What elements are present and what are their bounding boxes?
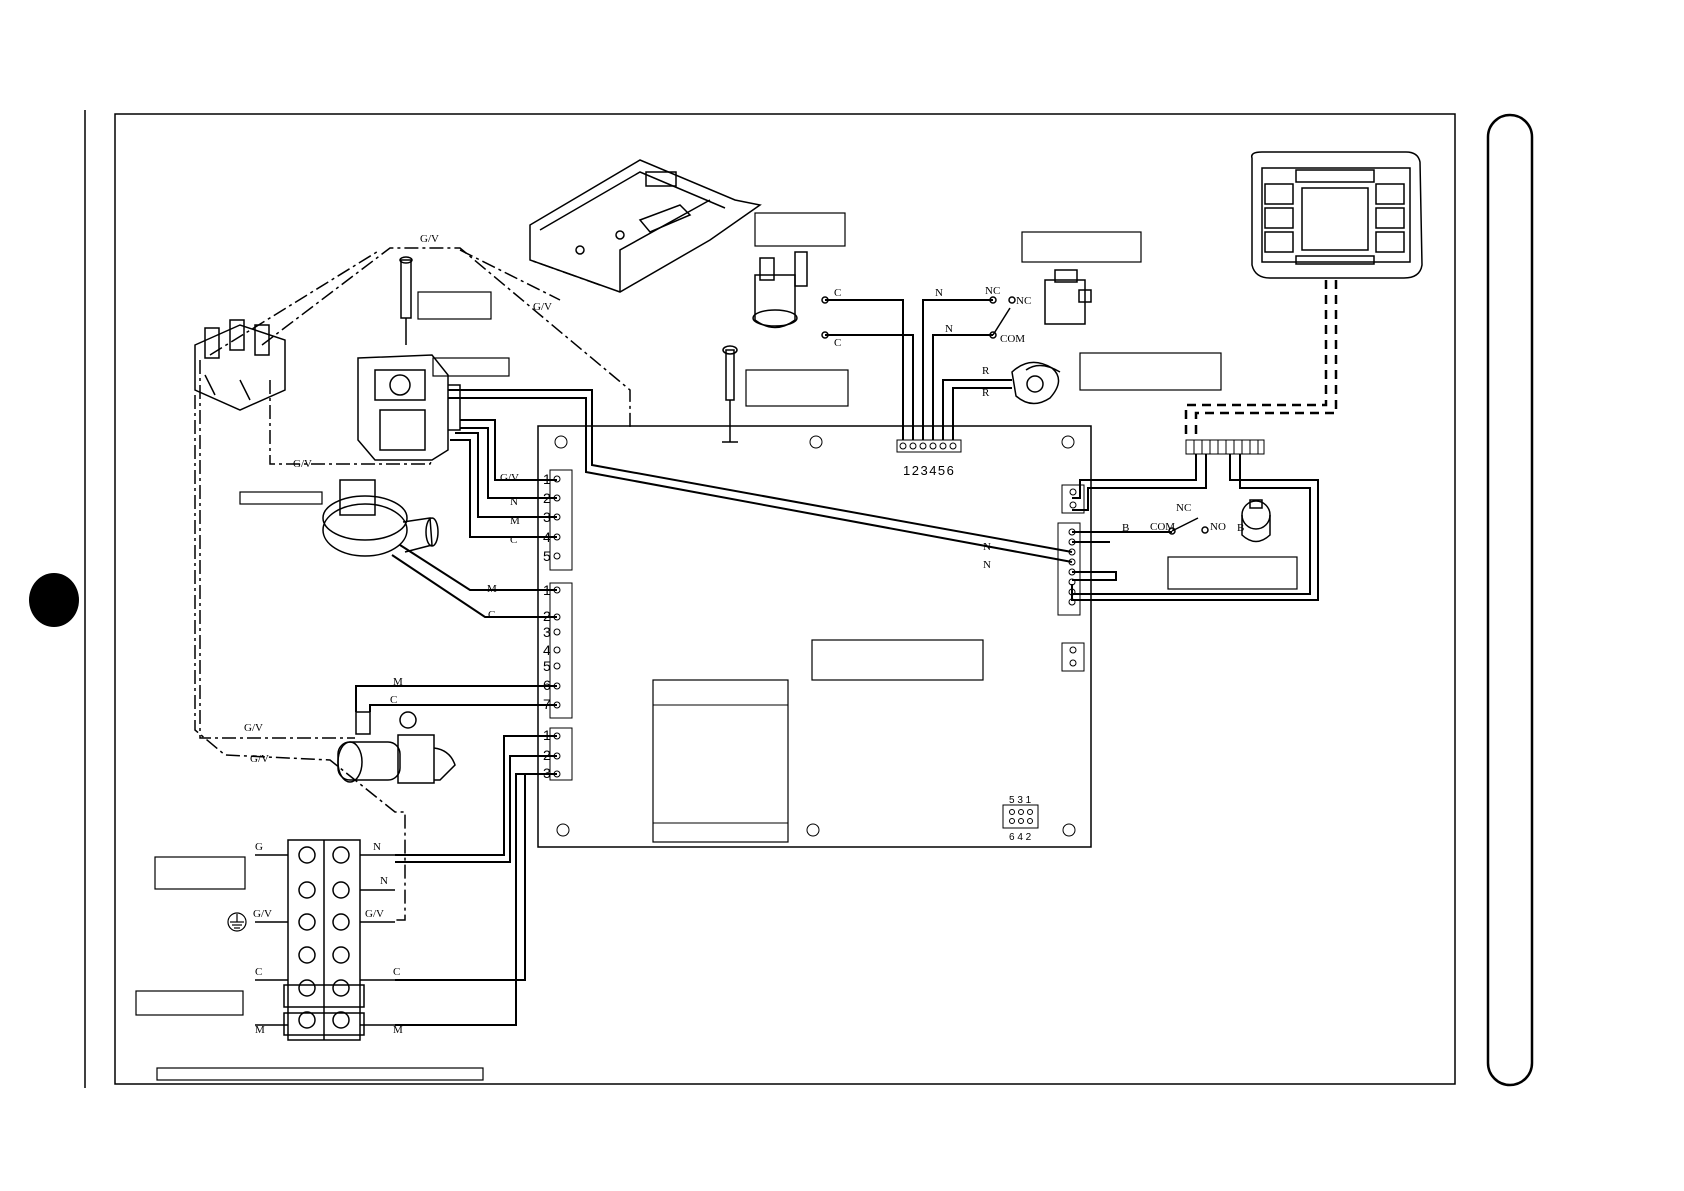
gas-valve bbox=[357, 354, 461, 461]
label-b-right-1: B bbox=[1122, 522, 1129, 534]
label-c-cn1: C bbox=[510, 534, 517, 546]
label-gv-pump: G/V bbox=[244, 722, 263, 734]
label-m-mains: M bbox=[255, 1024, 265, 1036]
label-box-gas-valve bbox=[432, 357, 510, 377]
label-box-dhw-sensor bbox=[1167, 556, 1298, 590]
label-box-mains bbox=[154, 856, 246, 890]
label-box-overheat-stat bbox=[754, 212, 846, 247]
dhw-flow-switch bbox=[1168, 499, 1271, 543]
fan-wires bbox=[391, 544, 557, 618]
label-m-mains-2: M bbox=[393, 1024, 403, 1036]
label-g-mains: G bbox=[255, 841, 263, 853]
label-no-right: NO bbox=[1210, 521, 1226, 533]
label-n-right-1: N bbox=[983, 541, 991, 553]
top-connector-wires bbox=[825, 299, 1012, 440]
control-board bbox=[537, 425, 1092, 848]
remote-cable bbox=[1184, 280, 1338, 440]
cn2-pin-5: 5 bbox=[543, 658, 551, 674]
label-n-top-2: N bbox=[945, 323, 953, 335]
label-box-flow-switch bbox=[1021, 231, 1142, 263]
label-gv-generator: G/V bbox=[293, 458, 312, 470]
connector-cn1 bbox=[549, 469, 573, 571]
spark-generator bbox=[194, 319, 286, 411]
label-gv-mains: G/V bbox=[253, 908, 272, 920]
label-n-top-1: N bbox=[935, 287, 943, 299]
label-r-2: R bbox=[982, 387, 990, 399]
overheat-thermostat bbox=[752, 251, 829, 339]
cn-small-pins-top: 5 3 1 bbox=[1009, 795, 1032, 806]
label-gv-pump-lower: G/V bbox=[250, 753, 269, 765]
cn2-pin-4: 4 bbox=[543, 642, 551, 658]
section-marker-dot bbox=[29, 573, 79, 627]
label-gv-cn1: G/V bbox=[500, 472, 519, 484]
ignition-electrode bbox=[399, 256, 413, 345]
circulation-pump bbox=[337, 711, 456, 784]
label-nc-right: NC bbox=[1176, 502, 1191, 514]
pump-wires bbox=[355, 685, 557, 712]
connector-cn2 bbox=[549, 582, 573, 719]
remote-control-unit bbox=[1250, 151, 1423, 279]
mains-wires bbox=[395, 735, 557, 1026]
ground-icon bbox=[227, 912, 247, 932]
label-nc-top-2: NC bbox=[1016, 295, 1031, 307]
top-connector-pin-numbers: 123456 bbox=[903, 463, 955, 478]
label-m-pump: M bbox=[393, 676, 403, 688]
diagram-frame bbox=[114, 113, 1456, 1085]
label-n-right-2: N bbox=[983, 559, 991, 571]
side-tab bbox=[1486, 113, 1534, 1087]
ntc-probe bbox=[722, 345, 738, 443]
remote-terminal-strip bbox=[1185, 439, 1265, 455]
cn1-pin-5: 5 bbox=[543, 548, 551, 564]
label-box-pressure-switch bbox=[1079, 352, 1222, 391]
dhw-switch-wires bbox=[1072, 531, 1172, 581]
label-gv-electrode: G/V bbox=[533, 301, 552, 313]
pressure-switch bbox=[1011, 361, 1061, 405]
label-com-top: COM bbox=[1000, 333, 1025, 345]
connector-cn-small bbox=[1002, 804, 1039, 829]
label-c-stat-1: C bbox=[834, 287, 841, 299]
room-stat-wires bbox=[1071, 454, 1319, 601]
label-c-mains: C bbox=[255, 966, 262, 978]
earth-wires bbox=[194, 247, 631, 921]
gas-valve-wires bbox=[448, 389, 1073, 563]
label-nc-top-1: NC bbox=[985, 285, 1000, 297]
label-m-fan: M bbox=[487, 583, 497, 595]
label-n-cn1: N bbox=[510, 496, 518, 508]
transformer-block bbox=[652, 679, 789, 843]
cn2-pin-3: 3 bbox=[543, 624, 551, 640]
label-c-fan: C bbox=[488, 609, 495, 621]
flow-switch bbox=[989, 269, 1092, 339]
label-b-right-2: B bbox=[1237, 522, 1244, 534]
label-r-1: R bbox=[982, 365, 990, 377]
label-n-mains-2: N bbox=[380, 875, 388, 887]
mains-terminal-leads bbox=[255, 854, 395, 1026]
label-gv-mains-2: G/V bbox=[365, 908, 384, 920]
mains-terminal-block bbox=[283, 839, 365, 1041]
label-c-mains-2: C bbox=[393, 966, 400, 978]
label-gv-top: G/V bbox=[420, 233, 439, 245]
label-box-main-board bbox=[811, 639, 984, 681]
cn-small-pins-bottom: 6 4 2 bbox=[1009, 832, 1032, 843]
label-n-mains: N bbox=[373, 841, 381, 853]
label-m-cn1: M bbox=[510, 515, 520, 527]
label-box-fan bbox=[239, 491, 323, 505]
top-six-pin-connector bbox=[896, 439, 962, 453]
label-box-terminal bbox=[135, 990, 244, 1016]
fan bbox=[322, 479, 439, 557]
label-box-ntc bbox=[745, 369, 849, 407]
label-box-electrode bbox=[417, 291, 492, 320]
label-box-caption bbox=[156, 1067, 484, 1081]
label-com-right: COM bbox=[1150, 521, 1175, 533]
label-c-pump: C bbox=[390, 694, 397, 706]
right-connectors bbox=[1057, 484, 1085, 672]
label-c-stat-2: C bbox=[834, 337, 841, 349]
